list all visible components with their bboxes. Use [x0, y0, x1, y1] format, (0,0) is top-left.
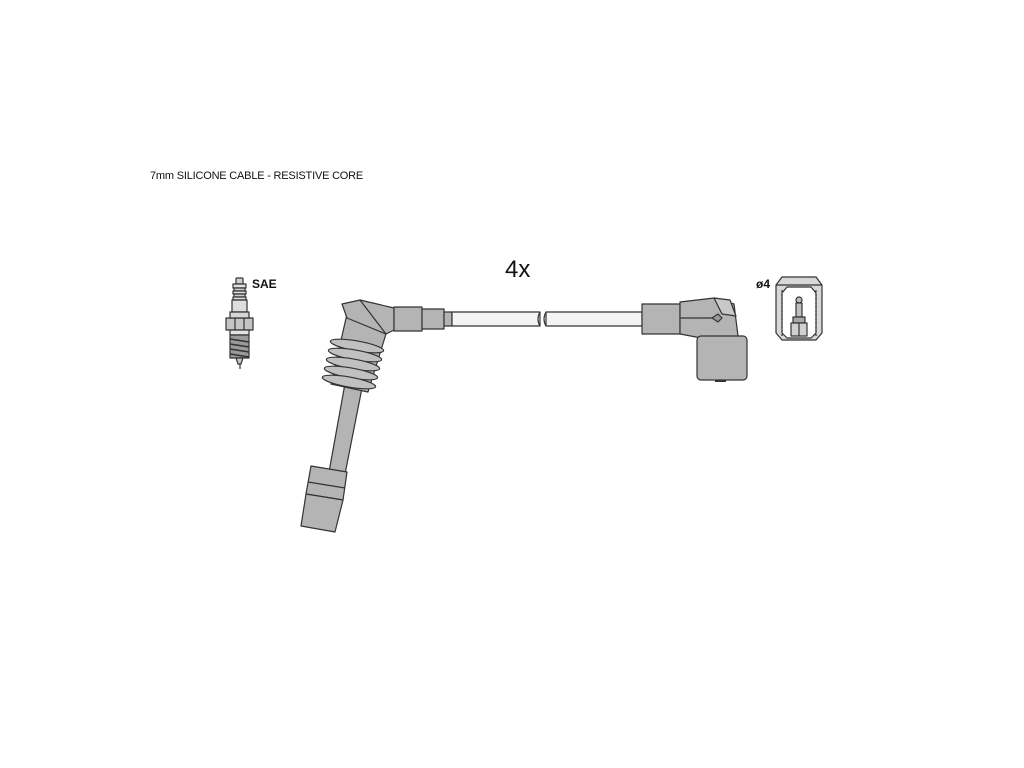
quantity-label: 4x: [505, 256, 531, 283]
ignition-cable-icon: [451, 311, 643, 327]
spark-plug-thread-label: SAE: [252, 277, 277, 291]
spark-plug-icon: [225, 277, 254, 369]
cable-spec-caption: 7mm SILICONE CABLE - RESISTIVE CORE: [150, 170, 364, 182]
plug-boot-icon: [300, 299, 453, 533]
coil-boot-icon: [641, 297, 748, 382]
terminal-diameter-label: ø4: [756, 277, 771, 291]
terminal-connector-icon: [775, 276, 823, 341]
